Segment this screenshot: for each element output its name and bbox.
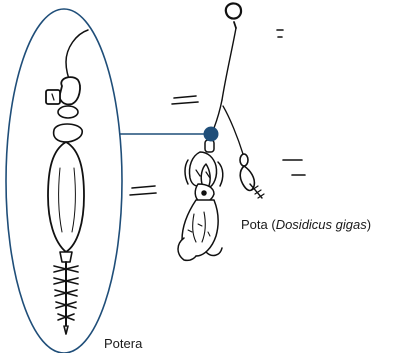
label-pota-scientific-name: Dosidicus gigas [276,217,367,232]
fishing-line [214,3,243,154]
label-potera: Potera [104,337,142,350]
water-strokes [130,30,305,195]
connector-dot [204,127,219,142]
label-pota-prefix: Pota ( [241,217,276,232]
top-clip [226,3,241,18]
potera-jig-icon [46,30,88,334]
squid-icon [178,140,223,260]
label-pota-suffix: ) [367,217,371,232]
label-pota: Pota (Dosidicus gigas) [241,218,371,231]
small-lure-icon [240,154,264,198]
